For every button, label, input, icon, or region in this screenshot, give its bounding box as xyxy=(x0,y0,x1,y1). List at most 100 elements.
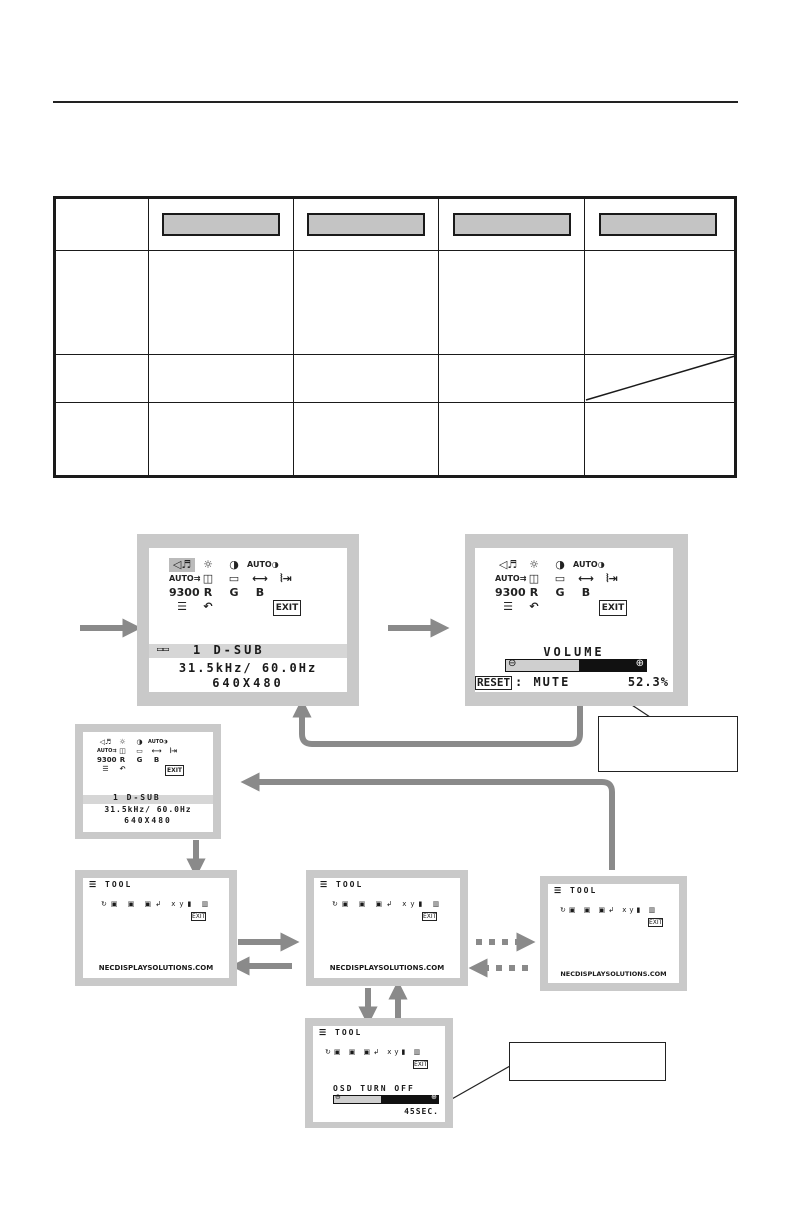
top-rule xyxy=(53,101,738,103)
tool-icon: ☰ xyxy=(319,1028,335,1037)
plus-icon: ⊕ xyxy=(431,1093,437,1101)
osd-turnoff-slider-fill xyxy=(334,1096,381,1103)
table-row-divider xyxy=(56,402,734,403)
plus-icon: ⊕ xyxy=(635,658,644,669)
table-col-divider xyxy=(438,199,439,475)
key-button-1[interactable] xyxy=(162,213,280,236)
exit-icon[interactable]: EXIT xyxy=(599,600,627,616)
left-right-icon[interactable]: ◫ xyxy=(202,572,214,585)
osd-turnoff-slider[interactable]: ⊖ ⊕ xyxy=(333,1093,439,1104)
exit-icon[interactable]: EXIT xyxy=(273,600,301,616)
table-col-divider xyxy=(293,199,294,475)
key-function-table xyxy=(53,196,737,478)
arrow-tool-back xyxy=(240,772,615,870)
exit-icon[interactable]: EXIT xyxy=(422,912,438,921)
osd-tool-screen-2: ☰ TOOL ↻▣ ▣ ▣↲ xy▮ ▥ EXIT NECDISPLAYSOLU… xyxy=(306,870,468,986)
resolution-readout-small: 640X480 xyxy=(124,816,172,825)
tool-header: ☰ TOOL xyxy=(89,880,133,889)
green-icon[interactable]: G xyxy=(555,586,565,599)
osd-volume-panel: ◁♬ ☼ ◑ AUTO◑ AUTO⇉ ◫ ▭ ⟷ ⦚⇥ 9300 R G B ☰… xyxy=(475,548,673,692)
osd-turnoff-screen: ☰ TOOL ↻▣ ▣ ▣↲ xy▮ ▥ EXIT OSD TURN OFF ⊖… xyxy=(305,1018,453,1128)
osd-input-band: ▭▭ 1 D-SUB xyxy=(149,643,347,658)
tool-icons-row: ↻▣ ▣ ▣↲ xy▮ ▥ xyxy=(101,900,213,908)
auto-adjust-icon[interactable]: AUTO◑ xyxy=(573,560,605,569)
input-name: 1 D-SUB xyxy=(193,643,265,657)
red-icon[interactable]: R xyxy=(203,586,213,599)
auto-position-icon[interactable]: AUTO⇉ xyxy=(495,574,527,583)
osd-main-panel: ◁♬ ☼ ◑ AUTO◑ AUTO⇉ ◫ ▭ ⟷ ⦚⇥ 9300 R G B ☰… xyxy=(149,548,347,692)
osd-turnoff-value: 45SEC. xyxy=(404,1107,439,1116)
tool-icon[interactable]: ☰ xyxy=(177,600,187,613)
osd-volume-icon-grid: ◁♬ ☼ ◑ AUTO◑ AUTO⇉ ◫ ▭ ⟷ ⦚⇥ 9300 R G B ☰… xyxy=(495,558,627,616)
auto-adjust-icon[interactable]: AUTO◑ xyxy=(247,560,279,569)
fine-icon[interactable]: ⦚⇥ xyxy=(606,572,618,585)
key-button-4[interactable] xyxy=(599,213,717,236)
table-row-divider xyxy=(56,250,734,251)
tool-header: ☰ TOOL xyxy=(320,880,364,889)
tool-icon: ☰ xyxy=(554,886,570,895)
key-button-3[interactable] xyxy=(453,213,571,236)
tool-url: NECDISPLAYSOLUTIONS.COM xyxy=(98,964,214,972)
tool-url: NECDISPLAYSOLUTIONS.COM xyxy=(329,964,445,972)
factory-reset-icon[interactable]: ↶ xyxy=(529,600,539,613)
osd-turnoff-panel: ☰ TOOL ↻▣ ▣ ▣↲ xy▮ ▥ EXIT OSD TURN OFF ⊖… xyxy=(313,1026,445,1122)
volume-icon[interactable]: ◁♬ xyxy=(498,558,518,571)
brightness-icon[interactable]: ☼ xyxy=(203,558,213,571)
tool-header: ☰ TOOL xyxy=(319,1028,363,1037)
blue-icon[interactable]: B xyxy=(581,586,591,599)
minus-icon: ⊖ xyxy=(335,1093,341,1101)
auto-position-icon[interactable]: AUTO⇉ xyxy=(169,574,201,583)
exit-icon[interactable]: EXIT xyxy=(191,912,207,921)
contrast-icon[interactable]: ◑ xyxy=(229,558,239,571)
down-up-icon[interactable]: ▭ xyxy=(554,572,566,585)
left-right-icon[interactable]: ◫ xyxy=(528,572,540,585)
osd-volume-screen: ◁♬ ☼ ◑ AUTO◑ AUTO⇉ ◫ ▭ ⟷ ⦚⇥ 9300 R G B ☰… xyxy=(465,534,688,706)
osd-tool-panel: ☰ TOOL ↻▣ ▣ ▣↲ xy▮ ▥ EXIT NECDISPLAYSOLU… xyxy=(83,878,229,978)
osd-input-band-small: 1 D-SUB xyxy=(83,793,213,804)
reset-badge: RESET xyxy=(475,676,513,690)
osd-turnoff-label: OSD TURN OFF xyxy=(333,1084,415,1093)
blue-icon[interactable]: B xyxy=(255,586,265,599)
color-preset-icon[interactable]: 9300 xyxy=(495,586,526,599)
mute-label: : MUTE xyxy=(515,675,571,689)
arrow-volume-back xyxy=(292,698,583,747)
volume-slider-fill xyxy=(506,660,580,671)
color-preset-icon[interactable]: 9300 xyxy=(169,586,200,599)
h-size-icon[interactable]: ⟷ xyxy=(578,572,594,585)
volume-icon[interactable]: ◁♬ xyxy=(169,558,195,572)
osd-tool-panel: ☰ TOOL ↻▣ ▣ ▣↲ xy▮ ▥ EXIT NECDISPLAYSOLU… xyxy=(548,884,679,983)
brightness-icon[interactable]: ☼ xyxy=(529,558,539,571)
table-row-divider xyxy=(56,354,734,355)
volume-slider[interactable]: ⊖ ⊕ xyxy=(505,658,647,672)
red-icon[interactable]: R xyxy=(529,586,539,599)
contrast-icon[interactable]: ◑ xyxy=(555,558,565,571)
osd-tool-panel: ☰ TOOL ↻▣ ▣ ▣↲ xy▮ ▥ EXIT NECDISPLAYSOLU… xyxy=(314,878,460,978)
tool-icon[interactable]: ☰ xyxy=(503,600,513,613)
callout-box-volume xyxy=(598,716,738,772)
tool-icon: ☰ xyxy=(89,880,105,889)
tool-icon: ☰ xyxy=(320,880,336,889)
down-up-icon[interactable]: ▭ xyxy=(228,572,240,585)
fine-icon[interactable]: ⦚⇥ xyxy=(280,572,292,585)
h-size-icon[interactable]: ⟷ xyxy=(252,572,268,585)
resolution-readout: 640X480 xyxy=(212,676,284,690)
exit-icon[interactable]: EXIT xyxy=(413,1060,429,1069)
tool-url: NECDISPLAYSOLUTIONS.COM xyxy=(560,970,667,978)
osd-tool-screen-1: ☰ TOOL ↻▣ ▣ ▣↲ xy▮ ▥ EXIT NECDISPLAYSOLU… xyxy=(75,870,237,986)
osd-tool-screen-3: ☰ TOOL ↻▣ ▣ ▣↲ xy▮ ▥ EXIT NECDISPLAYSOLU… xyxy=(540,876,687,991)
factory-reset-icon[interactable]: ↶ xyxy=(203,600,213,613)
frequency-readout: 31.5kHz/ 60.0Hz xyxy=(178,661,318,675)
osd-main-icon-grid: ◁♬ ☼ ◑ AUTO◑ AUTO⇉ ◫ ▭ ⟷ ⦚⇥ 9300 R G B ☰… xyxy=(169,558,301,616)
green-icon[interactable]: G xyxy=(229,586,239,599)
callout-box-turnoff xyxy=(509,1042,666,1081)
minus-icon: ⊖ xyxy=(508,658,517,669)
volume-title: VOLUME xyxy=(543,645,605,659)
tool-icons-row: ↻▣ ▣ ▣↲ xy▮ ▥ xyxy=(332,900,444,908)
key-button-2[interactable] xyxy=(307,213,425,236)
input-name-small: 1 D-SUB xyxy=(113,793,161,802)
volume-value: 52.3% xyxy=(627,675,669,689)
exit-icon[interactable]: EXIT xyxy=(648,918,664,927)
